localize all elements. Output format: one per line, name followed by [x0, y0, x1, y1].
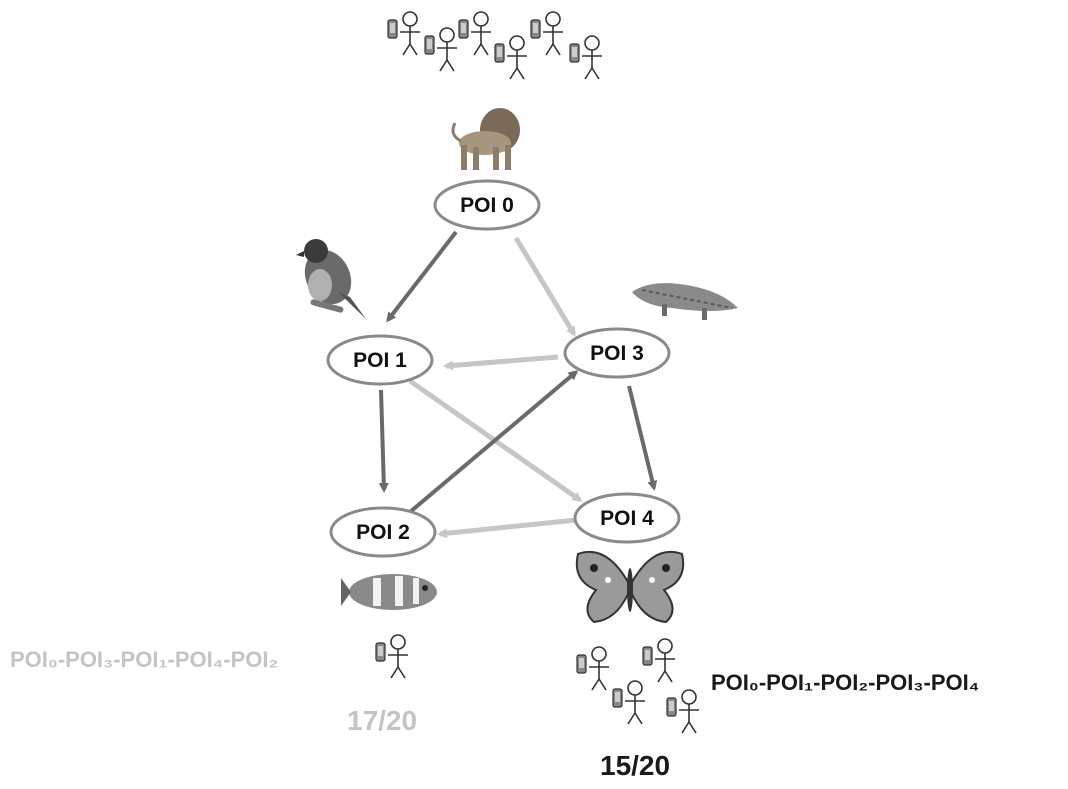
visitor-with-phone-icon: [576, 646, 610, 691]
node-poi2: POI 2: [329, 506, 437, 558]
light-path-score: 17/20: [347, 705, 418, 736]
node-poi3: POI 3: [563, 327, 671, 379]
visitor-with-phone-icon: [387, 11, 421, 56]
edge-poi3-poi4: [627, 385, 658, 491]
visitor-with-phone-icon: [530, 11, 564, 56]
node-label: POI 3: [590, 342, 644, 365]
bird-icon: [296, 239, 366, 319]
visitor-with-phone-icon: [569, 35, 603, 80]
light-path-label: POI₀-POI₃-POI₁-POI₄-POI₂: [10, 647, 279, 672]
visitor-with-phone-icon: [458, 11, 492, 56]
node-label: POI 1: [353, 349, 407, 372]
edge-poi2-poi3: [408, 370, 579, 514]
visitor-with-phone-icon: [666, 689, 700, 734]
visitor-with-phone-icon: [424, 27, 458, 72]
visitor-group-top: [387, 11, 603, 80]
fish-icon: [341, 574, 437, 610]
butterfly-icon: [575, 550, 685, 624]
visitor-with-phone-icon: [494, 35, 528, 80]
lion-icon: [451, 108, 520, 170]
visitor-with-phone-icon: [375, 634, 409, 679]
visitor-group-light: [375, 634, 409, 679]
crocodile-icon: [632, 283, 738, 320]
node-label: POI 4: [600, 507, 654, 530]
edge-poi1-poi2: [378, 389, 389, 493]
node-poi1: POI 1: [326, 334, 434, 386]
node-label: POI 2: [356, 521, 410, 544]
dark-path-label: POI₀-POI₁-POI₂-POI₃-POI₄: [711, 670, 980, 695]
node-label: POI 0: [460, 194, 514, 217]
edge-poi0-poi1: [386, 230, 458, 323]
edge-poi4-poi2: [437, 517, 577, 539]
edge-poi0-poi3: [513, 236, 577, 337]
node-poi0: POI 0: [433, 179, 541, 231]
visitor-with-phone-icon: [642, 638, 676, 683]
node-poi4: POI 4: [573, 492, 681, 544]
dark-path-score: 15/20: [600, 750, 671, 781]
edge-poi3-poi1: [443, 354, 559, 371]
visitor-with-phone-icon: [612, 680, 646, 725]
visitor-group-dark: [576, 638, 700, 734]
